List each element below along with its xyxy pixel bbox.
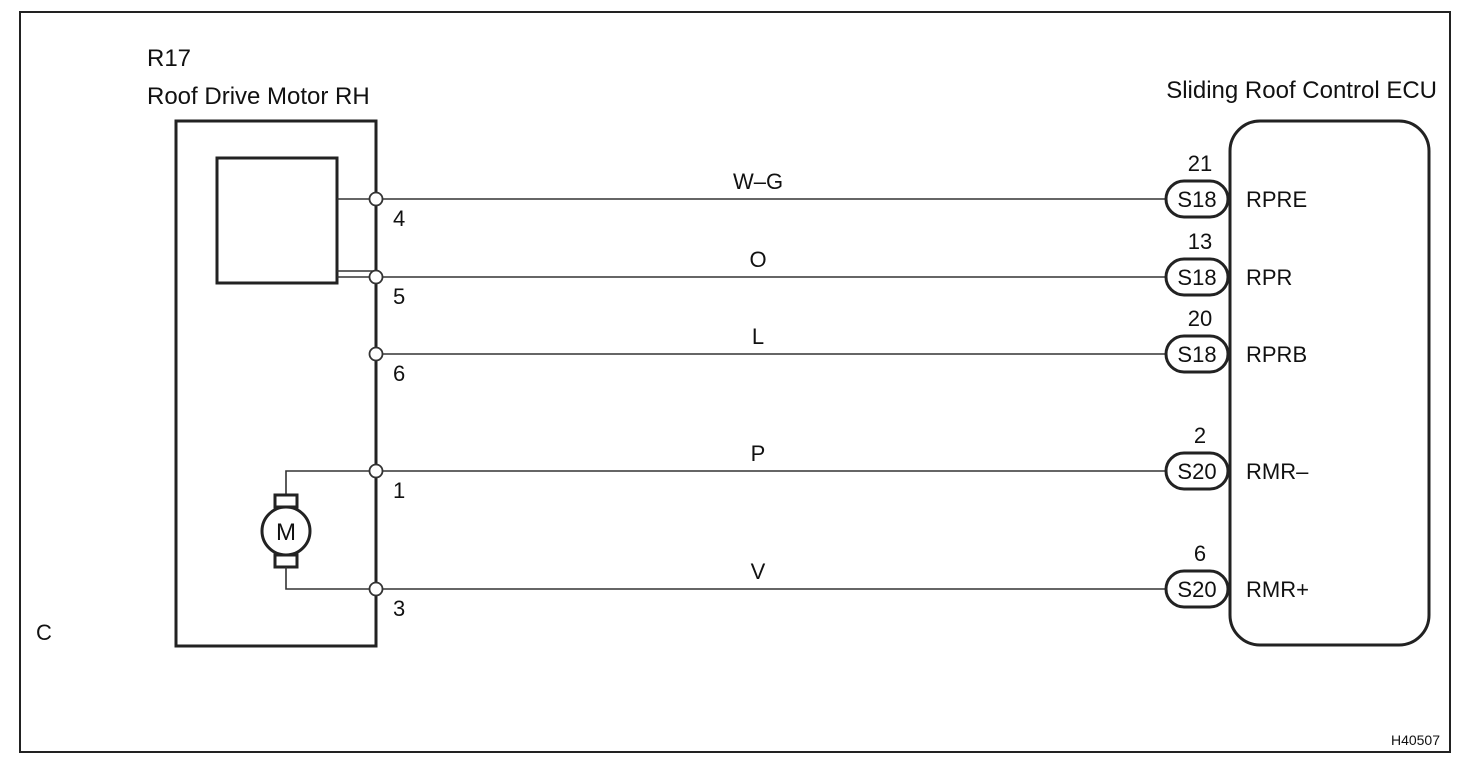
ecu-connector [1164, 257, 1230, 297]
motor-name: Roof Drive Motor RH [147, 83, 370, 110]
motor-symbol-letter: M [276, 519, 296, 546]
ecu-terminal-name: RPRE [1246, 187, 1307, 212]
ecu-name: Sliding Roof Control ECU [1166, 77, 1437, 104]
ecu-pin-number: 21 [1188, 151, 1212, 176]
motor-terminal-pin [368, 191, 384, 207]
motor-housing [174, 119, 378, 648]
ecu-pin-number: 20 [1188, 306, 1212, 331]
ecu-connector [1164, 334, 1230, 374]
motor-sensor-block [215, 156, 339, 285]
motor-terminal-pin [368, 346, 384, 362]
connector-id: S18 [1177, 187, 1216, 212]
wire-color-label: W–G [733, 169, 783, 194]
motor-lead-top [285, 470, 376, 495]
ecu-terminal-name: RMR+ [1246, 577, 1309, 602]
ecu-connector [1164, 569, 1230, 609]
diagram-frame [19, 11, 1451, 753]
ecu-pin-number: 2 [1194, 423, 1206, 448]
wire-color-label: O [749, 247, 766, 272]
wire-color-label: P [751, 441, 766, 466]
ecu-pin-number: 6 [1194, 541, 1206, 566]
ecu-pin-number: 13 [1188, 229, 1212, 254]
connector-id: S20 [1177, 577, 1216, 602]
ecu-terminal-name: RPR [1246, 265, 1292, 290]
motor-pin-number: 5 [393, 284, 405, 309]
motor-terminal-pin [368, 463, 384, 479]
motor-brush-bottom [273, 553, 299, 569]
connector-id: S20 [1177, 459, 1216, 484]
motor-pin-number: 1 [393, 478, 405, 503]
ecu-terminal-name: RMR– [1246, 459, 1309, 484]
motor-brush-top [273, 493, 299, 509]
ecu-housing [1228, 119, 1431, 647]
ecu-connector [1164, 451, 1230, 491]
connector-id: S18 [1177, 265, 1216, 290]
motor-code: R17 [147, 45, 191, 72]
motor-lead-bottom [285, 567, 376, 590]
ecu-terminal-name: RPRB [1246, 342, 1307, 367]
motor-pin-number: 6 [393, 361, 405, 386]
motor-terminal-pin [368, 581, 384, 597]
connector-id: S18 [1177, 342, 1216, 367]
motor-pin-number: 3 [393, 596, 405, 621]
wire-color-label: V [751, 559, 766, 584]
wire-color-label: L [752, 324, 764, 349]
motor-pin-number: 4 [393, 206, 405, 231]
figure-id: H40507 [1391, 732, 1440, 748]
motor-terminal-pin [368, 269, 384, 285]
location-letter: C [36, 620, 52, 645]
ecu-connector [1164, 179, 1230, 219]
